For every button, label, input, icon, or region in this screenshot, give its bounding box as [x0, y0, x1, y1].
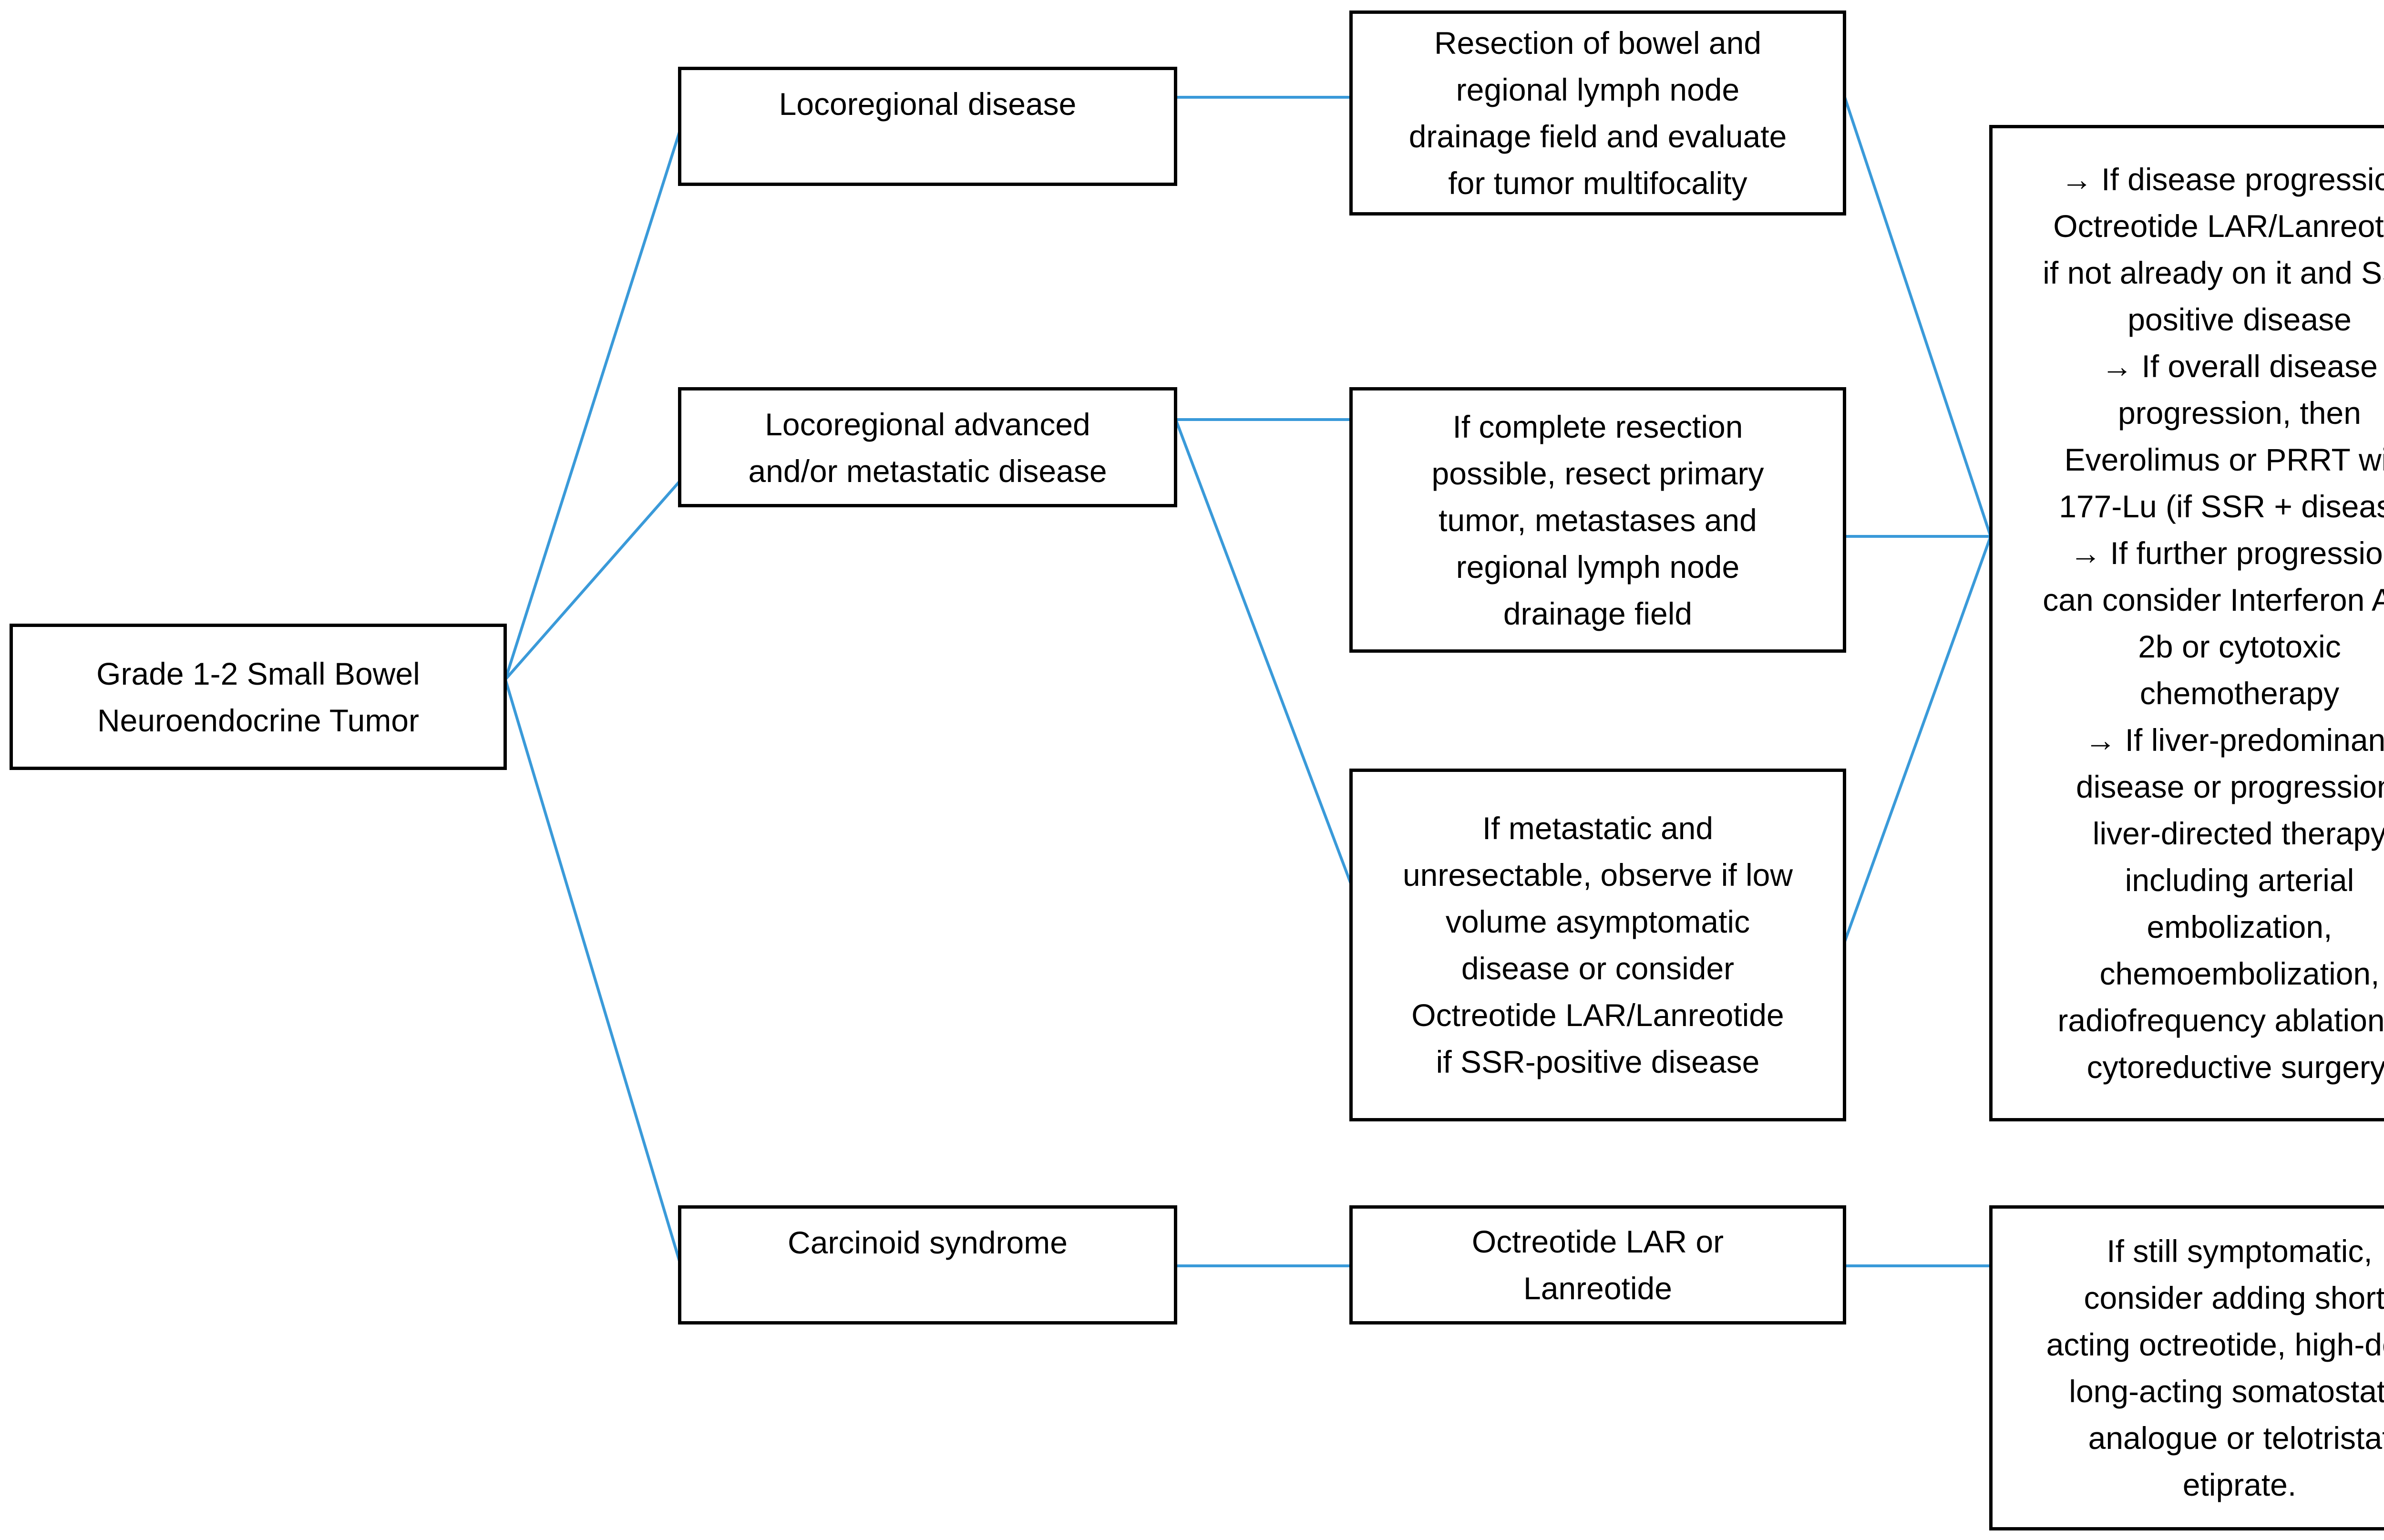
node-complete-resection: If complete resection possible, resect p…	[1349, 387, 1846, 653]
node-unresectable-label: If metastatic and unresectable, observe …	[1402, 811, 1793, 1079]
node-still-symptomatic-label: If still symptomatic, consider adding sh…	[2046, 1233, 2384, 1502]
node-octreotide-label: Octreotide LAR or Lanreotide	[1471, 1224, 1724, 1306]
node-carcinoid-label: Carcinoid syndrome	[788, 1225, 1068, 1260]
node-octreotide: Octreotide LAR or Lanreotide	[1349, 1205, 1846, 1324]
connector-root-carcinoid	[504, 679, 681, 1262]
node-advanced-label: Locoregional advanced and/or metastatic …	[748, 407, 1107, 489]
node-progression-label: → If disease progression, Octreotide LAR…	[2043, 162, 2384, 1085]
node-resection-bowel: Resection of bowel and regional lymph no…	[1349, 10, 1846, 216]
node-root: Grade 1-2 Small Bowel Neuroendocrine Tum…	[10, 624, 507, 770]
node-progression: → If disease progression, Octreotide LAR…	[1989, 125, 2384, 1121]
node-root-label: Grade 1-2 Small Bowel Neuroendocrine Tum…	[96, 656, 420, 738]
connector-resection-progression	[1843, 97, 1992, 537]
node-advanced: Locoregional advanced and/or metastatic …	[678, 387, 1177, 507]
node-complete-resection-label: If complete resection possible, resect p…	[1431, 409, 1764, 631]
node-locoregional-label: Locoregional disease	[779, 86, 1077, 122]
connector-root-advanced	[504, 481, 681, 680]
connector-root-locoregional	[504, 132, 681, 680]
node-resection-bowel-label: Resection of bowel and regional lymph no…	[1408, 25, 1787, 201]
node-carcinoid: Carcinoid syndrome	[678, 1205, 1177, 1324]
node-still-symptomatic: If still symptomatic, consider adding sh…	[1989, 1205, 2384, 1530]
node-unresectable: If metastatic and unresectable, observe …	[1349, 769, 1846, 1121]
connector-advanced-unresectable	[1174, 419, 1352, 884]
node-locoregional: Locoregional disease	[678, 67, 1177, 186]
connector-unresectable-progression	[1843, 535, 1992, 943]
